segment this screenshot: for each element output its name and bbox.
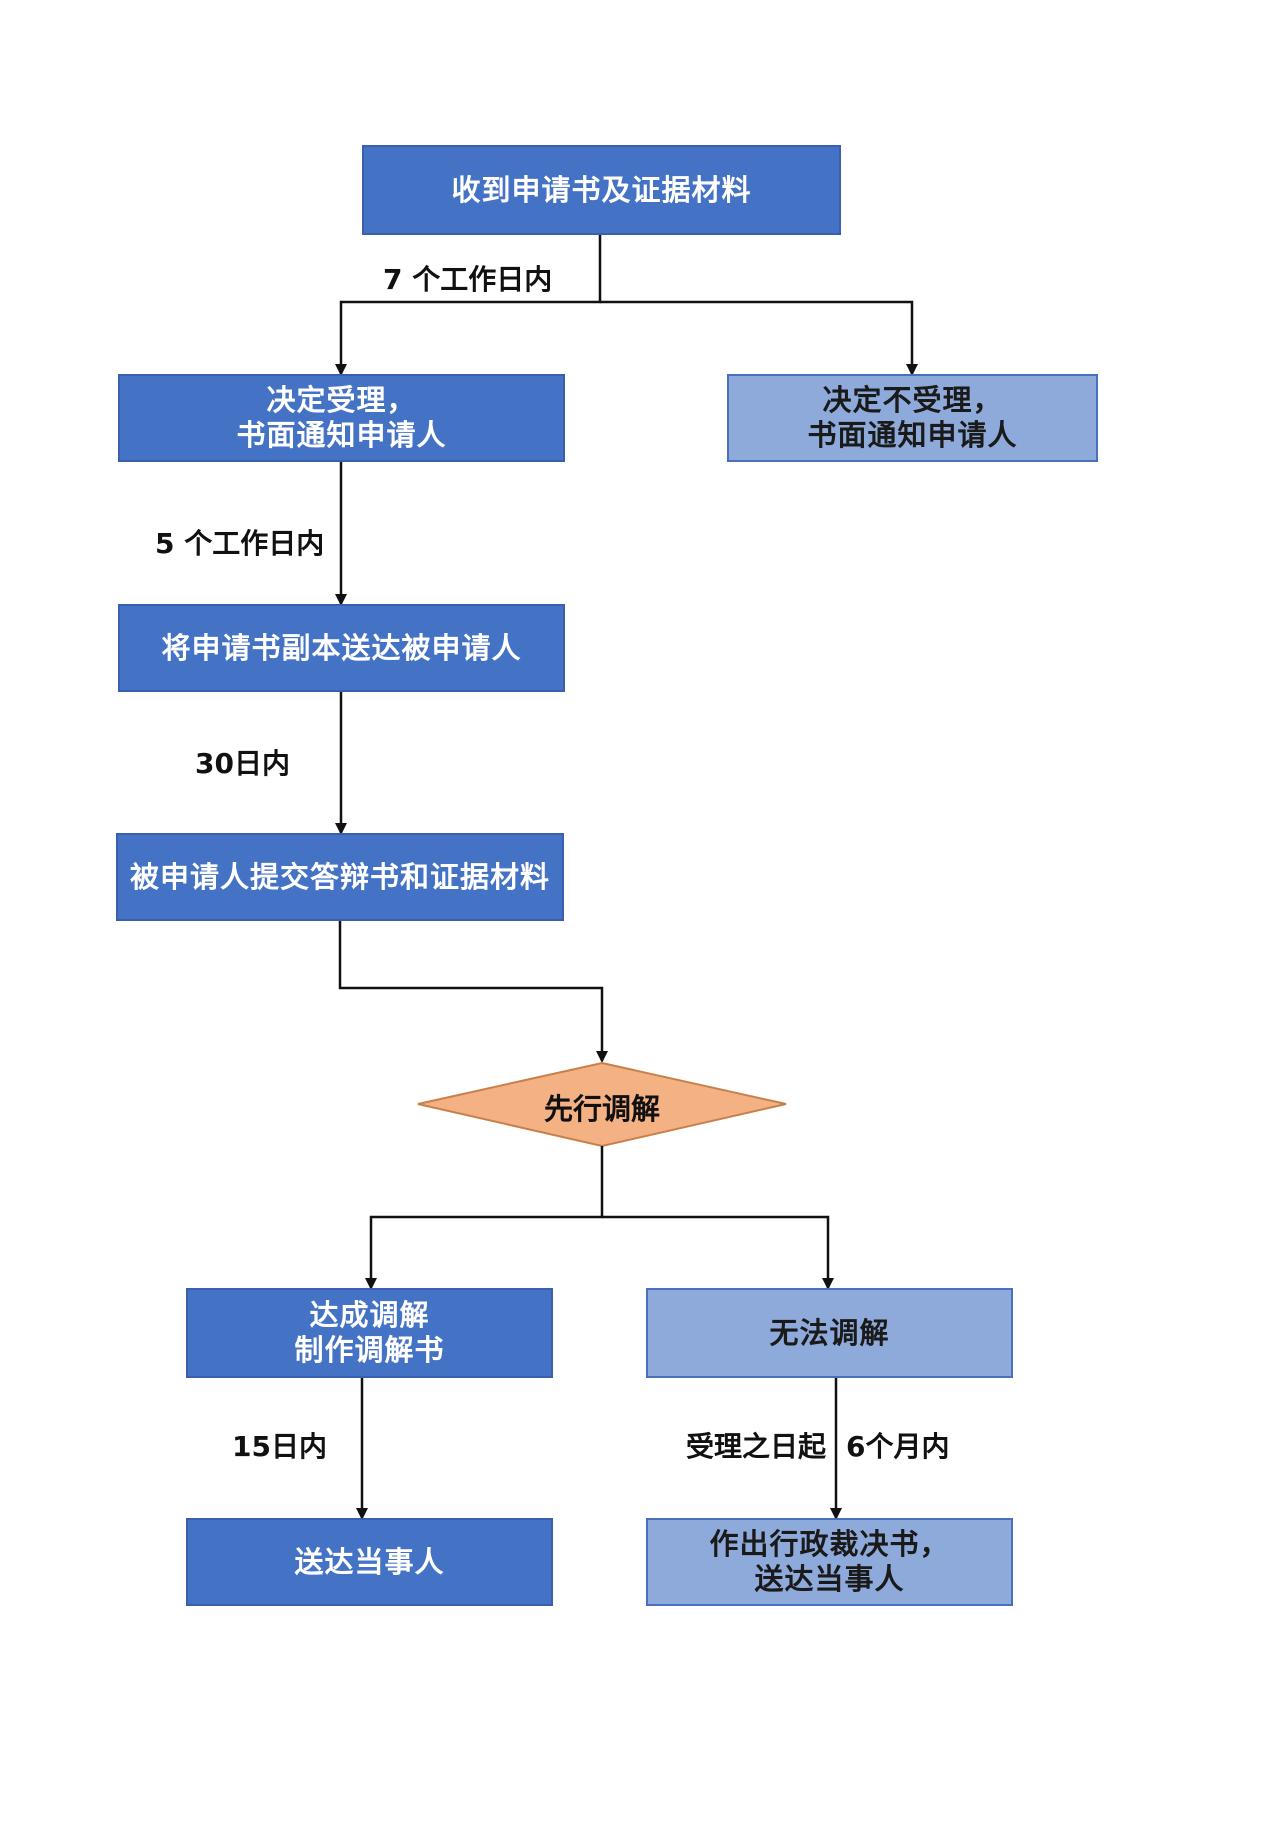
node-serve-copy: 将申请书副本送达被申请人 (118, 604, 565, 692)
connector-mediation-mediated (365, 1146, 604, 1290)
node-mediated-label: 达成调解 制作调解书 (294, 1298, 445, 1367)
edge-label-7-days: 7 个工作日内 (383, 263, 553, 296)
node-serve-parties-label: 送达当事人 (294, 1544, 445, 1579)
node-serve-parties: 送达当事人 (186, 1518, 553, 1606)
edge-label-15-days: 15日内 (232, 1430, 327, 1463)
edge-label-from-acceptance: 受理之日起 (686, 1430, 827, 1463)
node-not-mediated: 无法调解 (646, 1288, 1013, 1378)
connector-receive-split (335, 235, 602, 376)
edge-label-30-days: 30日内 (195, 747, 290, 780)
node-mediated: 达成调解 制作调解书 (186, 1288, 553, 1378)
node-reject-label: 决定不受理， 书面通知申请人 (807, 383, 1018, 452)
node-not-mediated-label: 无法调解 (769, 1315, 890, 1350)
connector-receive-reject (600, 300, 918, 376)
node-serve-copy-label: 将申请书副本送达被申请人 (161, 630, 522, 665)
decision-mediation-label: 先行调解 (543, 1092, 660, 1126)
node-receive-label: 收到申请书及证据材料 (451, 172, 752, 207)
node-ruling-label: 作出行政裁决书， 送达当事人 (709, 1527, 950, 1596)
connector-submit-mediation (338, 920, 608, 1063)
node-accept-label: 决定受理， 书面通知申请人 (236, 383, 447, 452)
node-ruling: 作出行政裁决书， 送达当事人 (646, 1518, 1013, 1606)
edge-label-5-days: 5 个工作日内 (155, 527, 325, 560)
edge-label-6-months: 6个月内 (846, 1430, 950, 1463)
node-accept: 决定受理， 书面通知申请人 (118, 374, 565, 462)
node-reject: 决定不受理， 书面通知申请人 (727, 374, 1098, 462)
node-respondent-submit: 被申请人提交答辩书和证据材料 (116, 833, 564, 921)
connector-mediation-not-mediated (602, 1215, 834, 1290)
node-respondent-submit-label: 被申请人提交答辩书和证据材料 (129, 859, 550, 894)
node-receive: 收到申请书及证据材料 (362, 145, 841, 235)
